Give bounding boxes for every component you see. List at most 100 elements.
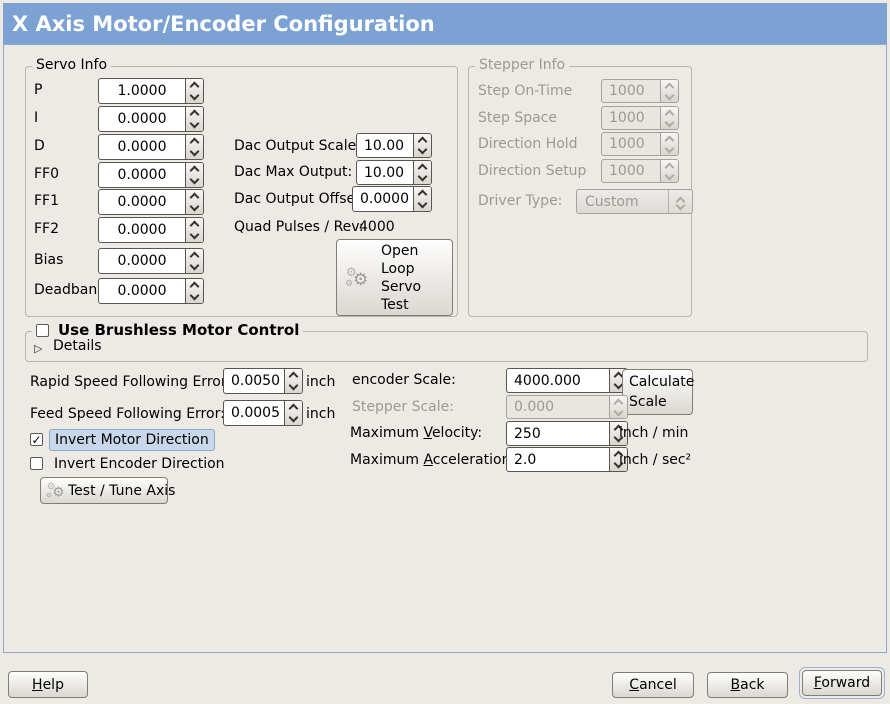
spin-up-button[interactable] — [186, 163, 203, 176]
details-expander-label[interactable]: Details — [53, 338, 102, 354]
ff0-label: FF0 — [34, 166, 60, 182]
spin-down-button — [661, 90, 678, 102]
back-label: Back — [731, 677, 765, 693]
quad-pulses-value: 4000 — [359, 219, 395, 235]
use-brushless-checkbox[interactable] — [36, 323, 49, 337]
spin-buttons[interactable] — [284, 369, 302, 393]
spin-buttons[interactable] — [185, 218, 203, 242]
spin-up-button[interactable] — [414, 187, 431, 200]
content-panel — [3, 44, 887, 653]
d-spinbox[interactable]: 0.0000 — [98, 134, 204, 160]
invert-encoder-direction-label[interactable]: Invert Encoder Direction — [54, 456, 225, 472]
spin-buttons[interactable] — [413, 134, 431, 157]
spin-buttons[interactable] — [185, 79, 203, 103]
open-loop-servo-test-label: Open Loop Servo Test — [381, 242, 421, 314]
deadband-spinbox[interactable]: 0.0000 — [98, 278, 204, 304]
back-button[interactable]: Back — [707, 672, 788, 698]
mnemonic: C — [629, 677, 640, 693]
spin-up-button[interactable] — [186, 190, 203, 203]
spin-down-button[interactable] — [285, 380, 302, 393]
button-label-line: Loop — [381, 260, 415, 277]
spin-down-button[interactable] — [414, 198, 431, 211]
spin-buttons — [660, 107, 678, 129]
bias-spinbox[interactable]: 0.0000 — [98, 248, 204, 274]
spin-buttons[interactable] — [185, 107, 203, 131]
deadband-label: Deadband — [34, 282, 107, 298]
spin-buttons[interactable] — [185, 163, 203, 187]
spin-up-button[interactable] — [186, 107, 203, 120]
feed-following-error-unit: inch — [306, 406, 336, 422]
i-value: 0.0000 — [117, 111, 167, 127]
invert-motor-direction-checkbox[interactable]: ✓ — [30, 433, 43, 446]
help-button[interactable]: Help — [8, 671, 88, 698]
dac-output-scale-spinbox[interactable]: 10.00 — [356, 133, 432, 158]
spin-buttons[interactable] — [185, 135, 203, 159]
spin-down-icon — [189, 118, 200, 129]
spin-up-button[interactable] — [186, 218, 203, 231]
gear-glyph: ⚙ — [353, 269, 369, 290]
spin-down-button[interactable] — [186, 174, 203, 187]
spin-down-button[interactable] — [186, 229, 203, 242]
triangle-glyph: ▷ — [34, 342, 43, 355]
label-part: cceleration: — [432, 452, 516, 468]
rapid-following-error-spinbox[interactable]: 0.0050 — [223, 368, 303, 394]
p-value: 1.0000 — [117, 83, 167, 99]
spin-down-button[interactable] — [186, 90, 203, 103]
spin-down-button[interactable] — [285, 412, 302, 425]
invert-encoder-direction-checkbox[interactable] — [30, 457, 43, 470]
spin-buttons[interactable] — [609, 448, 627, 471]
spin-down-button[interactable] — [186, 201, 203, 214]
spin-buttons[interactable] — [185, 190, 203, 214]
forward-button[interactable]: Forward — [802, 670, 882, 696]
calculate-scale-button[interactable]: Calculate Scale — [622, 369, 694, 415]
i-spinbox[interactable]: 0.0000 — [98, 106, 204, 132]
max-velocity-spinbox[interactable]: 250 — [506, 421, 628, 446]
open-loop-servo-test-button[interactable]: ⚙ ⚙ ⚙ Open Loop Servo Test — [336, 239, 453, 316]
spin-buttons[interactable] — [185, 249, 203, 273]
expander-arrow-icon[interactable]: ▷ — [34, 340, 42, 357]
invert-motor-direction-label[interactable]: Invert Motor Direction — [49, 429, 215, 451]
direction-setup-spinbox: 1000 — [601, 159, 679, 183]
spin-up-button[interactable] — [186, 135, 203, 148]
spin-buttons[interactable] — [413, 187, 431, 211]
spin-down-button[interactable] — [186, 118, 203, 131]
cancel-label: Cancel — [629, 677, 676, 693]
spin-down-icon — [613, 406, 624, 416]
spin-down-button[interactable] — [186, 146, 203, 159]
spin-up-button[interactable] — [186, 279, 203, 292]
mnemonic: F — [813, 675, 822, 691]
spin-down-button[interactable] — [186, 290, 203, 303]
feed-following-error-spinbox[interactable]: 0.0005 — [223, 400, 303, 426]
rapid-following-error-value: 0.0050 — [231, 373, 280, 389]
label-part: Maximum — [350, 425, 424, 441]
max-velocity-value: 250 — [514, 425, 541, 442]
dac-max-output-label: Dac Max Output: — [234, 164, 353, 180]
ff0-spinbox[interactable]: 0.0000 — [98, 162, 204, 188]
spin-down-button[interactable] — [186, 260, 203, 273]
dac-output-offset-spinbox[interactable]: 0.0000 — [352, 186, 432, 212]
spin-up-button[interactable] — [285, 401, 302, 414]
test-tune-axis-button[interactable]: ⚙ ⚙ ⚙ Test / Tune Axis — [40, 477, 175, 504]
cancel-button[interactable]: Cancel — [612, 672, 694, 698]
spin-buttons[interactable] — [185, 279, 203, 303]
spin-up-button[interactable] — [186, 79, 203, 92]
max-acceleration-spinbox[interactable]: 2.0 — [506, 447, 628, 472]
ff2-value: 0.0000 — [117, 222, 167, 238]
encoder-scale-spinbox[interactable]: 4000.000 — [506, 368, 628, 393]
forward-label: Forward — [814, 675, 870, 691]
gear-glyph: ⚙ — [345, 278, 354, 289]
spin-buttons[interactable] — [609, 422, 627, 445]
spin-buttons[interactable] — [284, 401, 302, 425]
spin-buttons[interactable] — [413, 161, 431, 184]
direction-setup-value: 1000 — [609, 163, 645, 179]
dac-max-output-spinbox[interactable]: 10.00 — [356, 160, 432, 185]
spin-down-button[interactable] — [414, 144, 431, 158]
ff2-spinbox[interactable]: 0.0000 — [98, 217, 204, 243]
spin-up-button[interactable] — [285, 369, 302, 382]
spin-down-button[interactable] — [414, 171, 431, 185]
spin-down-icon — [288, 412, 299, 423]
spin-down-icon — [189, 146, 200, 157]
p-spinbox[interactable]: 1.0000 — [98, 78, 204, 104]
ff1-spinbox[interactable]: 0.0000 — [98, 189, 204, 215]
spin-up-button[interactable] — [186, 249, 203, 262]
